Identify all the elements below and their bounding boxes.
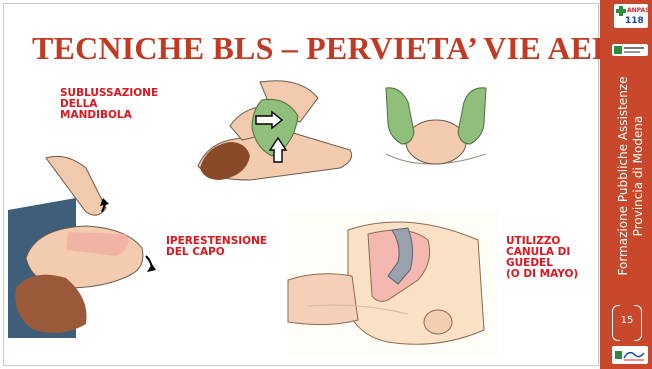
footer-logo-mark [615, 349, 645, 361]
page-number: 15 [612, 315, 642, 326]
logo-118-text: 118 [625, 16, 644, 26]
footer-logo [612, 346, 648, 364]
label-cannula: UTILIZZO CANULA DI GUEDEL (O DI MAYO) [506, 236, 578, 280]
flag-icon [614, 46, 646, 54]
slide-title: TECNICHE BLS – PERVIETA’ VIE AEREE [32, 30, 592, 67]
head-tilt-illustration [6, 138, 166, 338]
secondary-logo [612, 44, 648, 56]
sidebar-text-line2: Provincia di Modena [631, 58, 646, 294]
anpas-logo: ANPAS 118 [614, 4, 648, 28]
page-number-box: 15 [612, 305, 642, 341]
anpas-logo-text: ANPAS [627, 7, 649, 14]
jaw-thrust-top-illustration [366, 84, 502, 180]
sidebar-text-line1: Formazione Pubbliche Assistenze [616, 58, 631, 294]
anpas-cross-icon [616, 6, 626, 16]
guedel-cannula-illustration [288, 210, 498, 356]
label-sublussazione: SUBLUSSAZIONE DELLA MANDIBOLA [60, 88, 158, 121]
label-iperestensione: IPERESTENSIONE DEL CAPO [166, 236, 267, 258]
sidebar-vertical-text: Formazione Pubbliche Assistenze Provinci… [616, 58, 652, 294]
jaw-thrust-side-illustration [190, 76, 360, 182]
